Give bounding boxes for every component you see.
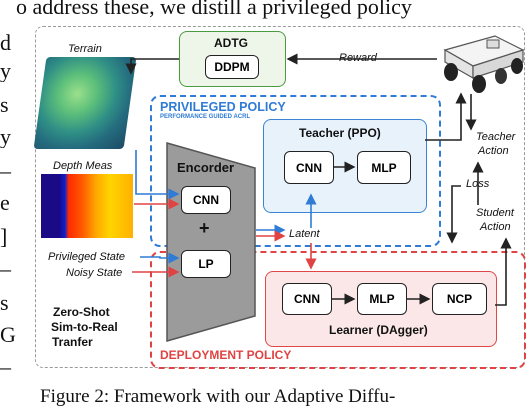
robot-icon [443,35,525,93]
zero-shot-line: Tranfer [52,335,93,349]
learner-mlp-box: MLP [357,283,407,315]
privileged-state-label: Privileged State [48,251,126,263]
left-column-line: ] [0,226,8,248]
privileged-policy-title: PRIVILEGED POLICY [160,100,286,114]
teacher-title: Teacher (PPO) [299,126,381,140]
student-action-label: Student [476,207,514,219]
privileged-policy-subtitle: PERFORMANCE GUIDED ACRL [160,114,251,120]
noisy-state-label: Noisy State [66,267,123,279]
terrain-label: Terrain [68,43,102,55]
left-column-line: – [0,258,11,280]
left-column-line: y [0,126,11,148]
left-column-line: G [0,324,16,346]
learner-cnn-box: CNN [282,283,332,315]
encoder-title: Encorder [177,160,235,175]
plus-sign: + [199,218,210,238]
zero-shot-line: Zero-Shot [53,305,110,319]
depth-image [41,174,133,238]
top-text-line: o address these, we distill a privileged… [16,0,412,19]
encoder-cnn-box: CNN [181,186,231,214]
learner-title: Learner (DAgger) [329,323,428,337]
deployment-policy-region [150,251,526,369]
deployment-policy-title: DEPLOYMENT POLICY [160,348,292,362]
zero-shot-line: Sim-to-Real [51,320,118,334]
left-column-line: – [0,356,11,378]
depth-label: Depth Meas [53,160,113,172]
reward-label: Reward [337,52,379,64]
ddpm-box: DDPM [205,55,259,79]
latent-label: Latent [289,228,320,240]
privileged-policy-region [150,95,441,247]
figure-caption: Figure 2: Framework with our Adaptive Di… [40,386,396,407]
teacher-action-label: Teacher [476,131,516,143]
teacher-cnn-box: CNN [284,151,334,184]
left-column-line: d [0,32,11,54]
learner-ncp-box: NCP [432,283,487,315]
left-column-line: s [0,94,9,116]
left-column-line: y [0,60,11,82]
left-column-line: s [0,292,9,314]
left-column-line: e [0,192,10,214]
encoder-lp-box: LP [181,250,231,278]
teacher-action-label: Action [478,145,509,157]
teacher-mlp-box: MLP [357,151,411,184]
left-column-line: – [0,160,11,182]
adtg-title: ADTG [214,36,248,50]
student-action-label: Action [480,221,511,233]
